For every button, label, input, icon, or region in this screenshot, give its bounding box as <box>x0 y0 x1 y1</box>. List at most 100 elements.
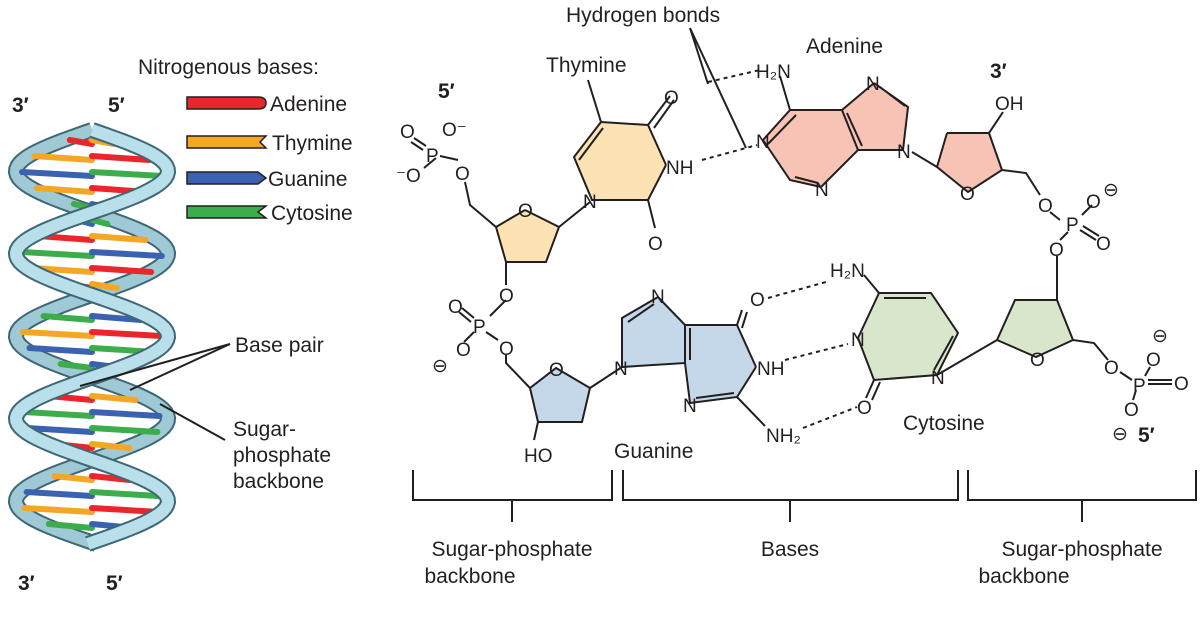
atom-o: O <box>1146 350 1161 371</box>
base-pair-half <box>23 489 95 499</box>
legend-title: Nitrogenous bases: <box>138 56 319 79</box>
atom-n: N <box>756 132 770 153</box>
atom-n: N <box>651 287 665 308</box>
atom-n: N <box>866 74 880 95</box>
bracket-left-label-2: backbone <box>424 565 515 588</box>
bracket-right <box>967 470 1197 522</box>
helix-3prime-bottom: 3′ <box>18 572 35 595</box>
base-pair-half <box>31 153 95 163</box>
bracket-left-label-1: Sugar-phosphate <box>431 538 592 561</box>
helix-5prime-bottom: 5′ <box>106 572 123 595</box>
atom-o: O <box>448 297 463 318</box>
atom-o: O <box>648 234 663 255</box>
base-pair-half <box>66 137 95 147</box>
adenine-swatch <box>186 96 267 110</box>
atom-nh: NH <box>666 158 693 179</box>
atom-h2n: H₂N <box>756 62 791 83</box>
adenine-sugar <box>937 133 1002 192</box>
legend-label: Thymine <box>272 132 353 155</box>
hydrogen-bond-lines <box>689 27 858 429</box>
cytosine-swatch <box>186 205 269 219</box>
atom-n: N <box>931 368 945 389</box>
base-pair-half <box>19 169 95 179</box>
atom-o: O <box>499 339 514 360</box>
five-prime-bottom: 5′ <box>1138 424 1155 447</box>
atom-n: N <box>683 396 697 417</box>
charge-icon: ⊖ <box>432 356 448 377</box>
legend-guanine: Guanine <box>186 168 347 191</box>
atom-p: P <box>1133 376 1146 397</box>
base-pair-half <box>89 169 165 179</box>
base-pair-half <box>40 313 95 323</box>
hydrogen-bonds-label: Hydrogen bonds <box>566 4 720 27</box>
bracket-middle <box>622 470 959 522</box>
cytosine-ring <box>858 293 958 380</box>
callout-lines <box>79 343 231 441</box>
atom-h2n: H₂N <box>830 261 865 282</box>
atom-o: O <box>518 201 533 222</box>
legend-adenine: Adenine <box>186 93 347 116</box>
base-pair-half <box>21 505 95 515</box>
base-pair-half <box>57 361 95 371</box>
bracket-right-label-1: Sugar-phosphate <box>1001 538 1162 561</box>
atom-o: O <box>499 286 514 307</box>
three-prime-top: 3′ <box>990 60 1007 83</box>
guanine-sugar <box>530 368 590 422</box>
charge-icon: ⊖ <box>1112 424 1128 445</box>
legend-label: Cytosine <box>271 202 353 225</box>
atom-p: P <box>1066 215 1079 236</box>
base-pair-half <box>45 521 95 531</box>
base-pair-half <box>89 489 161 499</box>
atom-o: O <box>456 340 471 361</box>
cytosine-label: Cytosine <box>903 412 985 435</box>
atom-o: O <box>400 122 415 143</box>
double-helix <box>7 122 177 552</box>
bracket-middle-label: Bases <box>761 538 819 561</box>
atom-n: N <box>583 192 597 213</box>
charge-icon: ⊖ <box>1103 180 1119 201</box>
helix-5prime-top: 5′ <box>108 94 125 117</box>
atom-labels: O NH N O O O P O O⁻ ⁻O O P O O ⊖ O H₂N N… <box>396 62 1189 467</box>
helix-3prime-top: 3′ <box>12 94 29 117</box>
atom-o: O <box>1104 358 1119 379</box>
atom-o: O <box>1086 192 1101 213</box>
atom-o: O <box>750 290 765 311</box>
charge-icon: ⊖ <box>1152 326 1168 347</box>
base-pair-half <box>89 505 163 515</box>
base-pair-half <box>26 345 95 355</box>
atom-o: O <box>1096 234 1111 255</box>
base-pair-half <box>23 425 95 435</box>
atom-o: O <box>455 164 470 185</box>
base-pair-half <box>89 233 149 243</box>
cytosine-sugar <box>997 300 1073 357</box>
atom-o: O <box>1038 196 1053 217</box>
legend-thymine: Thymine <box>186 132 353 155</box>
legend-label: Adenine <box>270 93 347 116</box>
atom-o-minus: O⁻ <box>442 120 467 141</box>
base-pair-half <box>89 313 144 323</box>
atom-o: O <box>664 88 679 109</box>
five-prime-top: 5′ <box>438 80 455 103</box>
atom-o: O <box>1124 400 1139 421</box>
thymine-ring <box>574 122 666 200</box>
base-pair-half <box>89 249 165 259</box>
atom-n: N <box>851 330 865 351</box>
atom-oh: OH <box>995 94 1024 115</box>
backbone-strand-back <box>9 124 175 550</box>
base-pair-half <box>89 409 163 419</box>
hydrogen-bond-pointer <box>689 27 747 149</box>
base-pair-half <box>89 153 153 163</box>
atom-n: N <box>815 180 829 201</box>
base-pair-half <box>89 265 155 275</box>
thymine-label: Thymine <box>546 54 627 77</box>
base-pair-half <box>33 185 95 195</box>
base-pair-half <box>89 393 139 403</box>
atom-minus-o: ⁻O <box>396 166 421 187</box>
thymine-swatch <box>186 135 268 149</box>
bracket-right-label-2: backbone <box>978 565 1069 588</box>
atom-p: P <box>426 146 439 167</box>
base-pair-half <box>19 249 95 259</box>
atom-o: O <box>857 398 872 419</box>
atom-o: O <box>1030 350 1045 371</box>
